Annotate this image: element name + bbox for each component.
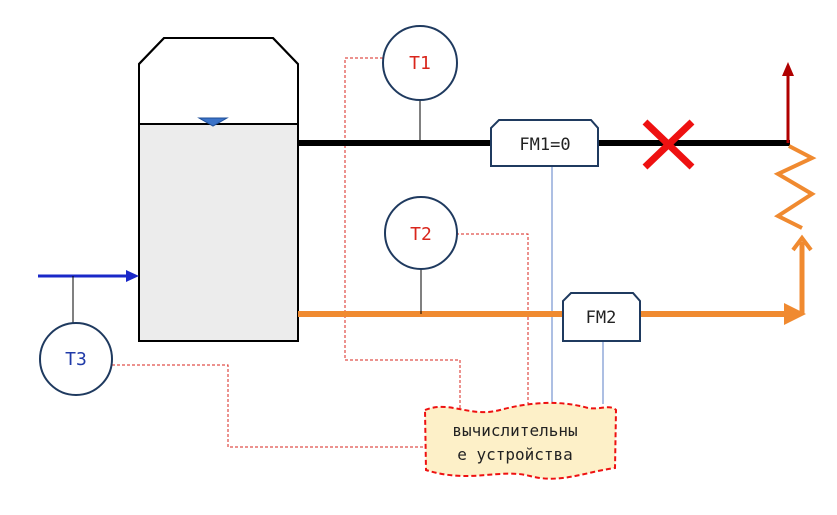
- sensor-t3[interactable]: T3: [39, 322, 113, 396]
- cold-inlet-arrow-icon: [126, 270, 139, 282]
- tank-liquid: [140, 124, 297, 340]
- outlet-arrow-icon: [782, 62, 794, 76]
- heat-exchanger-coil: [773, 144, 817, 230]
- fm1-label: FM1=0: [519, 135, 570, 155]
- computing-device[interactable]: вычислительны е устройства: [423, 401, 618, 480]
- sensor-stems: [72, 100, 422, 323]
- signal-lines: [112, 57, 529, 448]
- flow-signal-lines: [551, 166, 604, 404]
- cold-inlet: [38, 270, 139, 282]
- tank: [138, 37, 299, 342]
- computer-label-line2: е устройства: [457, 445, 573, 464]
- t3-circle: [39, 322, 113, 396]
- fm1-body: [490, 119, 599, 167]
- computer-body: [423, 401, 618, 480]
- t2-label: T2: [410, 224, 432, 245]
- t1-signal-line: [344, 57, 461, 412]
- tank-outline: [138, 37, 299, 342]
- hot-water-arrow-icon: [784, 303, 806, 325]
- riser-arrow-icon: [791, 234, 813, 252]
- level-marker-icon: [197, 117, 229, 127]
- sensor-t1[interactable]: T1: [382, 25, 458, 101]
- t3-signal-line: [112, 364, 426, 448]
- t3-label: T3: [65, 349, 87, 370]
- hot-water-pipe: [298, 144, 817, 325]
- sensor-t2[interactable]: T2: [384, 196, 458, 270]
- computer-label-line1: вычислительны: [452, 421, 577, 440]
- fm2-body: [562, 292, 641, 342]
- flowmeter-fm1[interactable]: FM1=0: [490, 119, 599, 167]
- t1-circle: [382, 25, 458, 101]
- t2-circle: [384, 196, 458, 270]
- flowmeter-fm2[interactable]: FM2: [562, 292, 641, 342]
- fm2-label: FM2: [586, 308, 617, 328]
- t1-label: T1: [409, 53, 431, 74]
- t2-signal-line: [456, 233, 529, 406]
- red-x-icon: [642, 119, 695, 170]
